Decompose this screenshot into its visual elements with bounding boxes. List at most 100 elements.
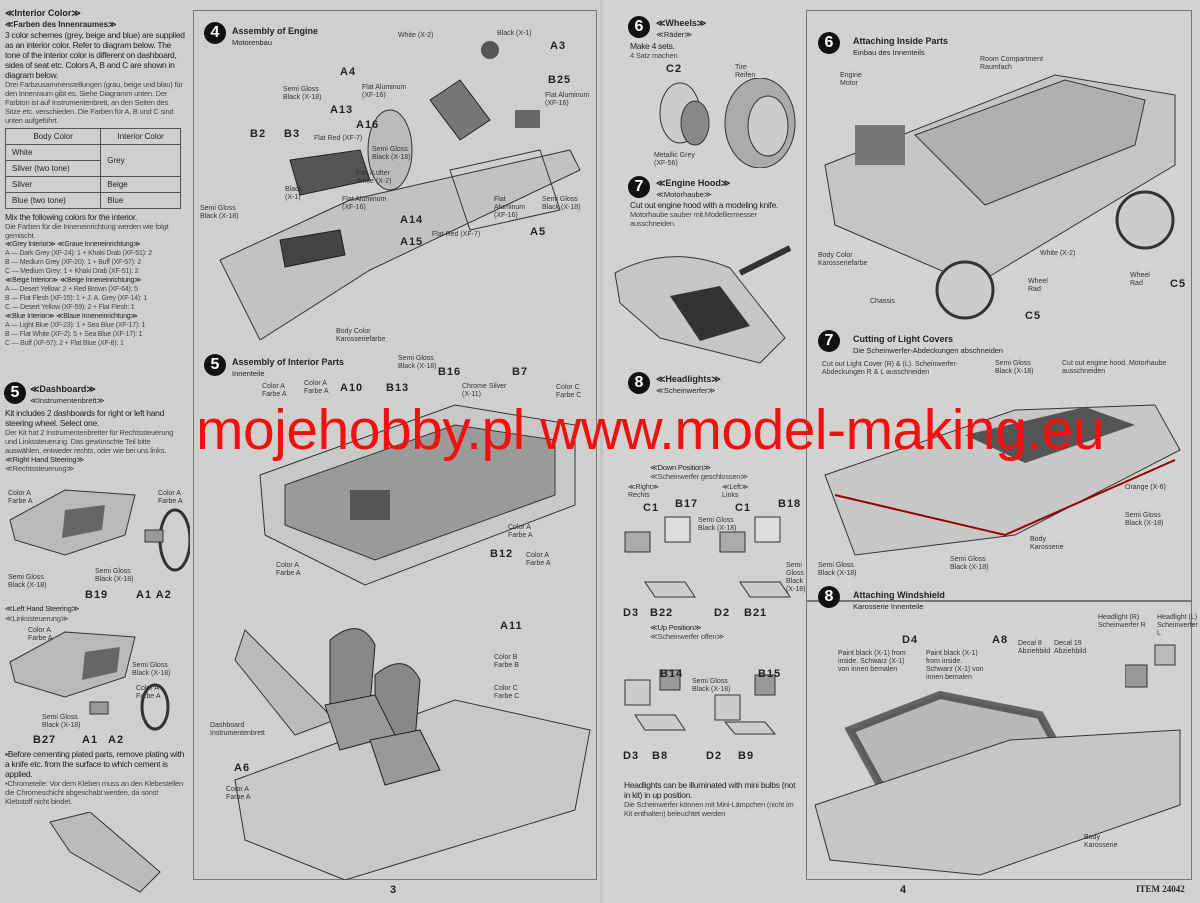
note-text: ▪Before cementing plated parts, remove p… bbox=[5, 749, 185, 779]
interior-text-de: Drei Farbzusammenstellungen (grau, beige… bbox=[5, 80, 183, 125]
note-text-de: ▪Chrometeile: Vor dem Kleben muss an den… bbox=[5, 779, 183, 806]
cell: Silver bbox=[4, 176, 102, 193]
dashboard-title: ≪Dashboard≫≪Instrumentenbrett≫ bbox=[30, 384, 104, 406]
blue-c: C — Buff (XF-57): 2 + Flat Blue (XF-8): … bbox=[5, 340, 124, 347]
dash-text: Kit includes 2 dashboards for right or l… bbox=[5, 408, 165, 428]
part-number: A5 bbox=[530, 226, 547, 238]
windshield-title-de: Karosserie Innenteile bbox=[853, 602, 924, 611]
part-number: B17 bbox=[675, 498, 699, 510]
part-number: D2 bbox=[706, 750, 723, 762]
part-label: Tire Reifen bbox=[735, 64, 756, 79]
part-label: Fan /Lüfter White (X-2) bbox=[356, 170, 392, 185]
interior-color-section: ≪Interior Color≫ ≪Farben des Innenraumes… bbox=[4, 8, 185, 348]
part-number: C5 bbox=[1170, 278, 1187, 290]
part-label: Semi Gloss Black (X-18) bbox=[692, 678, 731, 693]
part-label: Color A Farbe A bbox=[8, 490, 33, 505]
right-steering: ≪Right Hand Steering≫ bbox=[5, 455, 85, 464]
step-number: 8 bbox=[628, 372, 650, 394]
part-label: Flat Aluminum (XF-16) bbox=[545, 92, 590, 107]
grey-c: C — Medium Grey: 1 + Khaki Drab (XF-51):… bbox=[5, 268, 139, 275]
part-number: B14 bbox=[660, 668, 684, 680]
part-number: B21 bbox=[744, 607, 768, 619]
engine-diagram bbox=[219, 41, 581, 340]
cell: Grey bbox=[100, 144, 181, 177]
step-number: 6 bbox=[818, 32, 840, 54]
windshield-title-text: Attaching Windshield bbox=[853, 590, 945, 600]
grey-b: B — Medium Grey (XF-20): 1 + Buff (XF-57… bbox=[5, 259, 141, 266]
part-label: Body Karosserie bbox=[1084, 834, 1118, 849]
part-label: Body Color Karosseriefarbe bbox=[336, 328, 386, 343]
th-interior: Interior Color bbox=[100, 128, 181, 145]
part-number: A15 bbox=[400, 236, 424, 248]
watermark: mojehobby.pl www.model-making.eu bbox=[196, 398, 1105, 462]
part-number: D4 bbox=[902, 634, 919, 646]
part-label: Wheel Rad bbox=[1130, 272, 1150, 287]
part-number: A1 bbox=[82, 734, 99, 746]
step-number: 6 bbox=[628, 16, 650, 38]
windshield-diagram bbox=[814, 690, 1181, 876]
chassis-diagram bbox=[824, 74, 1176, 320]
mix-text-de: Die Farben für die Inneneinrichtung werd… bbox=[5, 222, 169, 240]
page3-frame bbox=[193, 10, 597, 880]
cell: Beige bbox=[100, 176, 181, 193]
left-steering: ≪Left Hand Steering≫ bbox=[5, 604, 80, 613]
part-label: Semi Gloss Black (X-18) bbox=[95, 568, 134, 583]
step-number: 5 bbox=[204, 354, 226, 376]
inside-title-text: Attaching Inside Parts bbox=[853, 36, 949, 46]
part-number: D2 bbox=[714, 607, 731, 619]
page4-frame bbox=[806, 10, 1192, 880]
part-label: Decal 19 Abziehbild bbox=[1054, 640, 1087, 655]
interior-tub-diagram bbox=[259, 404, 576, 586]
part-label: Semi Gloss Black (X-18) bbox=[698, 517, 737, 532]
headlight-down-diagram bbox=[624, 516, 791, 598]
part-label: Body Color Karosseriefarbe bbox=[818, 252, 868, 267]
part-label: Paint black (X-1) from inside. Schwarz (… bbox=[838, 650, 906, 673]
headlights-title: ≪Headlights≫≪Scheinwerfer≫ bbox=[656, 374, 721, 396]
dashboard-text: Kit includes 2 dashboards for right or l… bbox=[5, 408, 185, 473]
step-number: 8 bbox=[818, 586, 840, 608]
part-label: White (X-2) bbox=[1040, 250, 1076, 257]
blue-a: A — Light Blue (XF-23): 1 + Sea Blue (XF… bbox=[5, 322, 146, 329]
part-number: A8 bbox=[992, 634, 1009, 646]
dashboard-detail-diagram bbox=[49, 812, 161, 893]
cell: Silver (two tone) bbox=[4, 160, 102, 177]
part-label: Paint black (X-1) from inside. Schwarz (… bbox=[926, 650, 984, 681]
hood-title-de: ≪Motorhaube≫ bbox=[656, 190, 712, 199]
dashboard-right-diagram bbox=[9, 489, 190, 572]
part-label: Semi Gloss Black (X-18) bbox=[995, 360, 1034, 375]
part-number: A11 bbox=[500, 620, 523, 632]
part-label: Cut out Light Cover (R) & (L). Scheinwer… bbox=[822, 361, 959, 376]
part-number: A16 bbox=[356, 119, 380, 131]
down-position-de: ≪Scheinwerfer geschlossen≫ bbox=[650, 472, 749, 481]
up-position-de: ≪Scheinwerfer offen≫ bbox=[650, 632, 725, 641]
part-label: Semi Gloss Black (X-18) bbox=[8, 574, 47, 589]
part-label: Cut out engine hood. Motorhaube ausschne… bbox=[1062, 360, 1167, 375]
headlight-note-de: Die Scheinwerfer können mit Mini-Lämpche… bbox=[624, 800, 794, 818]
part-number: A14 bbox=[400, 214, 424, 226]
cell: Blue (two tone) bbox=[4, 192, 102, 209]
part-label: Color A Farbe A bbox=[262, 383, 287, 398]
part-label: Flat Red (XF-7) bbox=[314, 135, 363, 142]
part-label: Semi Gloss Black (X-18) bbox=[786, 562, 806, 593]
part-number: B12 bbox=[490, 548, 514, 560]
part-number: B7 bbox=[512, 366, 529, 378]
wheels-title-text: ≪Wheels≫ bbox=[656, 18, 707, 28]
body-diagram bbox=[824, 404, 1181, 556]
beige-a: A — Desert Yellow: 2 + Red Brown (XF-64)… bbox=[5, 286, 138, 293]
headlight-note-en: Headlights can be illuminated with mini … bbox=[624, 780, 796, 800]
part-number: B3 bbox=[284, 128, 301, 140]
part-number: C5 bbox=[1025, 310, 1042, 322]
interior-text: 3 color schemes (grey, beige and blue) a… bbox=[5, 30, 185, 80]
hood-title-text: ≪Engine Hood≫ bbox=[656, 178, 731, 188]
part-label: Semi Gloss Black (X-18) bbox=[950, 556, 989, 571]
interior-title: ≪Interior Color≫ bbox=[5, 8, 81, 18]
part-label: Chrome Silver (X-11) bbox=[462, 383, 507, 398]
part-number: B13 bbox=[386, 382, 410, 394]
part-label: Color A Farbe A bbox=[508, 524, 533, 539]
part-label: Color A Farbe A bbox=[526, 552, 551, 567]
part-label: White (X-2) bbox=[398, 32, 434, 39]
part-label: Color A Farbe A bbox=[226, 786, 251, 801]
